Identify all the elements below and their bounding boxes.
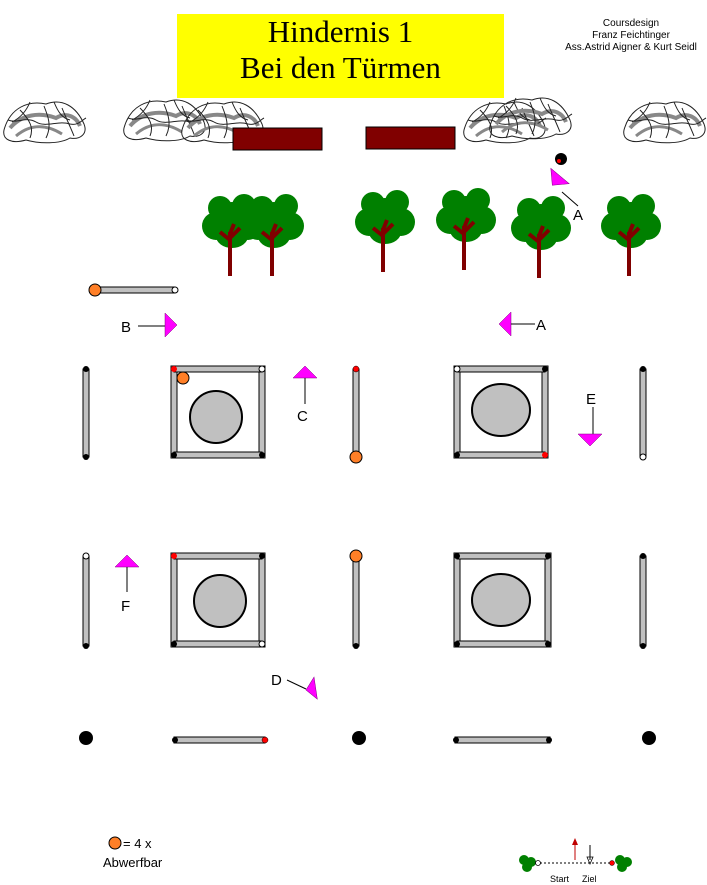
tree xyxy=(509,194,573,280)
legend-knockdown-icon xyxy=(108,836,122,850)
title-line-2: Bei den Türmen xyxy=(240,50,441,85)
tree xyxy=(353,188,417,274)
legend-text: Abwerfbar xyxy=(103,855,163,870)
label-e: E xyxy=(586,391,596,408)
tower-box xyxy=(453,552,552,648)
title-line-1: Hindernis 1 xyxy=(267,14,414,49)
hedge-bush xyxy=(1,100,89,145)
tower-box xyxy=(170,552,266,648)
hedge-bush xyxy=(621,100,707,145)
pole-bottom-right xyxy=(453,736,552,744)
pole-top xyxy=(94,286,176,294)
credits: Coursdesign Franz Feichtinger Ass.Astrid… xyxy=(556,18,706,54)
tree xyxy=(599,192,663,278)
finish-post-icon xyxy=(609,860,615,866)
label-a-mid: A xyxy=(536,317,546,334)
wall-left xyxy=(232,127,323,151)
marker-b xyxy=(164,312,178,338)
vertical-pole xyxy=(639,366,647,461)
pole-bottom-left xyxy=(172,736,269,744)
start-post-dot xyxy=(557,159,561,163)
wall-right xyxy=(365,126,456,150)
start-post xyxy=(555,153,567,165)
credits-line-1: Coursdesign xyxy=(602,18,660,29)
marker-a-top xyxy=(542,168,570,194)
marker-a-top-pointer xyxy=(561,191,579,207)
marker-c xyxy=(292,365,318,379)
start-finish-inset: Start Ziel xyxy=(519,838,632,884)
bottom-post xyxy=(642,731,656,745)
marker-d xyxy=(305,676,318,700)
tower-box xyxy=(453,365,549,459)
start-post-icon xyxy=(535,860,541,866)
label-d: D xyxy=(271,672,282,689)
inset-bush-left xyxy=(519,855,536,872)
label-c: C xyxy=(297,408,308,425)
inset-bush-right xyxy=(615,855,632,872)
credits-line-3: Ass.Astrid Aigner & Kurt Seidl xyxy=(565,42,697,53)
vertical-pole xyxy=(82,366,90,460)
finish-label: Ziel xyxy=(582,874,597,884)
hedge-bush xyxy=(461,96,574,145)
tower-box xyxy=(170,365,266,459)
knockdown-marker xyxy=(88,283,102,297)
vertical-pole xyxy=(639,553,647,649)
vertical-pole xyxy=(349,365,363,464)
bottom-post xyxy=(352,731,366,745)
vertical-pole xyxy=(82,552,90,649)
start-label: Start xyxy=(550,874,570,884)
credits-line-2: Franz Feichtinger xyxy=(592,30,670,41)
marker-f xyxy=(114,554,140,568)
label-b: B xyxy=(121,319,131,336)
vertical-pole xyxy=(349,549,363,649)
title-box: Hindernis 1 Bei den Türmen xyxy=(177,14,504,98)
pole-end xyxy=(171,286,179,294)
label-a-top: A xyxy=(573,207,583,224)
tree xyxy=(434,186,498,272)
tree xyxy=(242,192,306,278)
marker-e xyxy=(577,433,603,447)
marker-a-mid xyxy=(498,311,512,337)
marker-d-pointer xyxy=(286,679,307,690)
bottom-post xyxy=(79,731,93,745)
legend-count: = 4 x xyxy=(123,836,152,851)
label-f: F xyxy=(121,598,130,615)
